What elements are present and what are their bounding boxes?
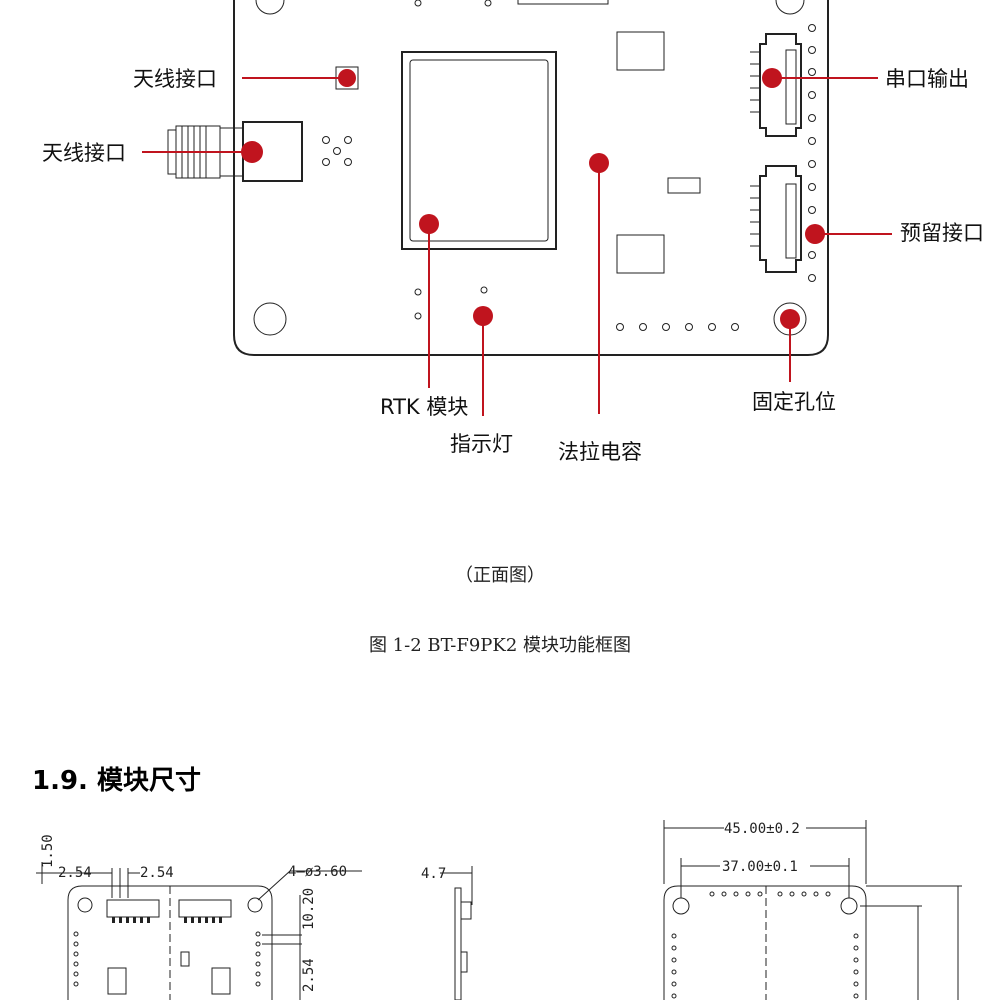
rtk-module-shield [401, 51, 557, 250]
right-pad-column [808, 24, 816, 282]
dimension-bottom-view [663, 820, 962, 1000]
dim-2-54-v: 2.54 [301, 958, 317, 992]
mount-hole-top-right [775, 0, 805, 15]
label-farad-cap: 法拉电容 [558, 440, 642, 464]
pad [414, 312, 422, 320]
via-pattern [322, 136, 352, 166]
callout-dot-indicator [473, 306, 493, 326]
callout-dot-antenna-upper [338, 69, 356, 87]
dim-2-54-b: 2.54 [140, 865, 174, 881]
dim-37: 37.00±0.1 [722, 859, 798, 875]
label-mount-hole: 固定孔位 [752, 390, 836, 414]
dim-holes: 4—ø3.60 [288, 864, 347, 880]
pad [414, 0, 422, 7]
figure-caption: 图 1-2 BT-F9PK2 模块功能框图 [369, 635, 631, 656]
view-caption: （正面图） [455, 565, 545, 586]
label-rtk-module: RTK 模块 [380, 395, 468, 419]
dim-10-20: 10.20 [301, 888, 317, 930]
dim-45: 45.00±0.2 [724, 821, 800, 837]
serial-connector [750, 33, 802, 137]
callout-dot-serial [762, 68, 782, 88]
component-bottom [616, 234, 665, 274]
callout-dot-reserved [805, 224, 825, 244]
label-antenna-upper: 天线接口 [133, 67, 217, 91]
pad [480, 286, 488, 294]
dim-2-54-a: 2.54 [58, 865, 92, 881]
callout-dot-rtk [419, 214, 439, 234]
dim-4-7: 4.7 [421, 866, 446, 882]
label-indicator: 指示灯 [450, 432, 513, 456]
callout-dot-mount [780, 309, 800, 329]
mount-hole-top-left [255, 0, 285, 15]
component-small [667, 177, 701, 194]
label-antenna-lower: 天线接口 [42, 141, 126, 165]
reserved-connector [750, 165, 802, 273]
board-outline [233, 0, 829, 356]
label-reserved-port: 预留接口 [900, 221, 984, 245]
section-heading: 1.9. 模块尺寸 [32, 766, 201, 796]
dimension-side-view [440, 866, 473, 1000]
callout-dot-farad [589, 153, 609, 173]
component-top [616, 31, 665, 71]
rtk-module-inner [409, 59, 549, 242]
pad [484, 0, 492, 7]
front-view-board [167, 0, 829, 356]
dim-1-50: 1.50 [40, 834, 56, 868]
dimension-top-view [36, 862, 362, 1000]
mount-hole-bottom-left [253, 302, 287, 336]
pad [414, 288, 422, 296]
top-connector [517, 0, 609, 5]
bottom-pad-row [616, 323, 739, 331]
callouts [142, 68, 892, 416]
callout-dot-antenna-lower [241, 141, 263, 163]
label-serial-output: 串口输出 [885, 67, 969, 91]
